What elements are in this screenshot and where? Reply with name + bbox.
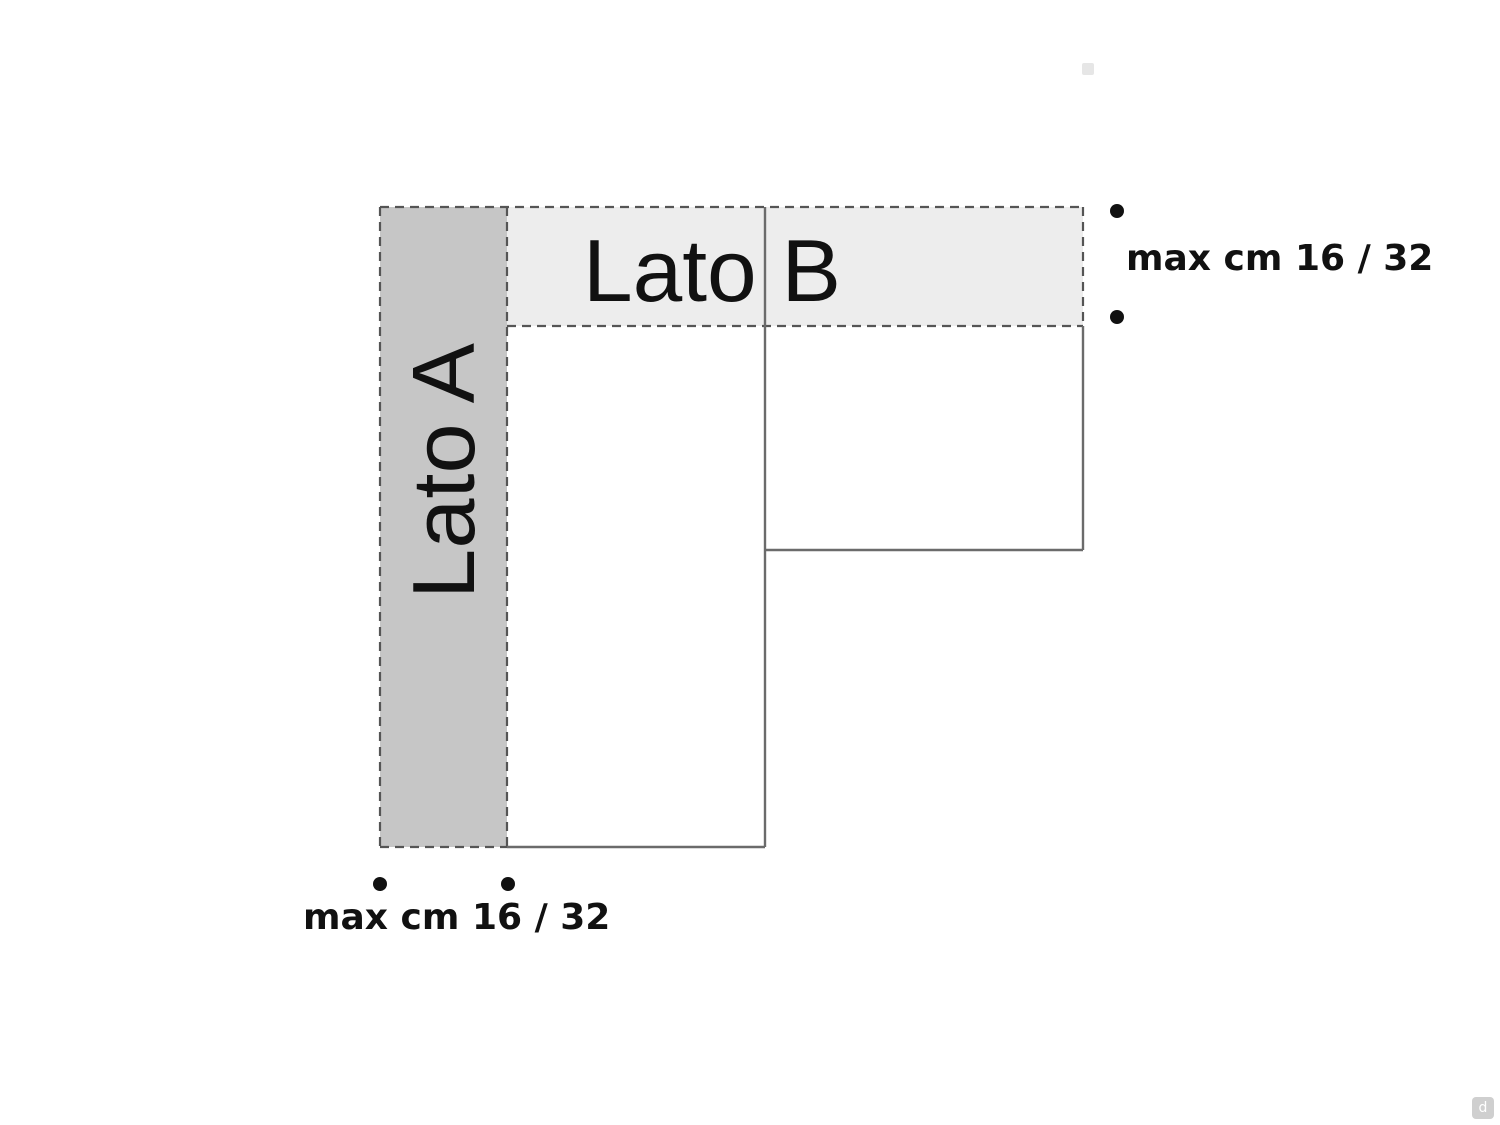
dimension-label-bottom: max cm 16 / 32: [303, 897, 611, 938]
solid-outlines: [507, 207, 1085, 849]
watermark-icon: d: [1472, 1097, 1494, 1119]
dimension-label-right: max cm 16 / 32: [1126, 238, 1434, 279]
dimension-dots: [373, 204, 1124, 891]
side-b-label: Lato B: [583, 221, 841, 320]
side-b-band: [507, 207, 1083, 326]
dim-dot-right-bottom: [1110, 310, 1124, 324]
dim-dot-bottom-right: [501, 877, 515, 891]
decorative-dot: [1082, 63, 1094, 75]
side-a-band: [380, 207, 507, 847]
dim-dot-right-top: [1110, 204, 1124, 218]
side-a-label: Lato A: [394, 343, 493, 599]
dashed-outlines: [378, 205, 1085, 849]
dim-dot-bottom-left: [373, 877, 387, 891]
